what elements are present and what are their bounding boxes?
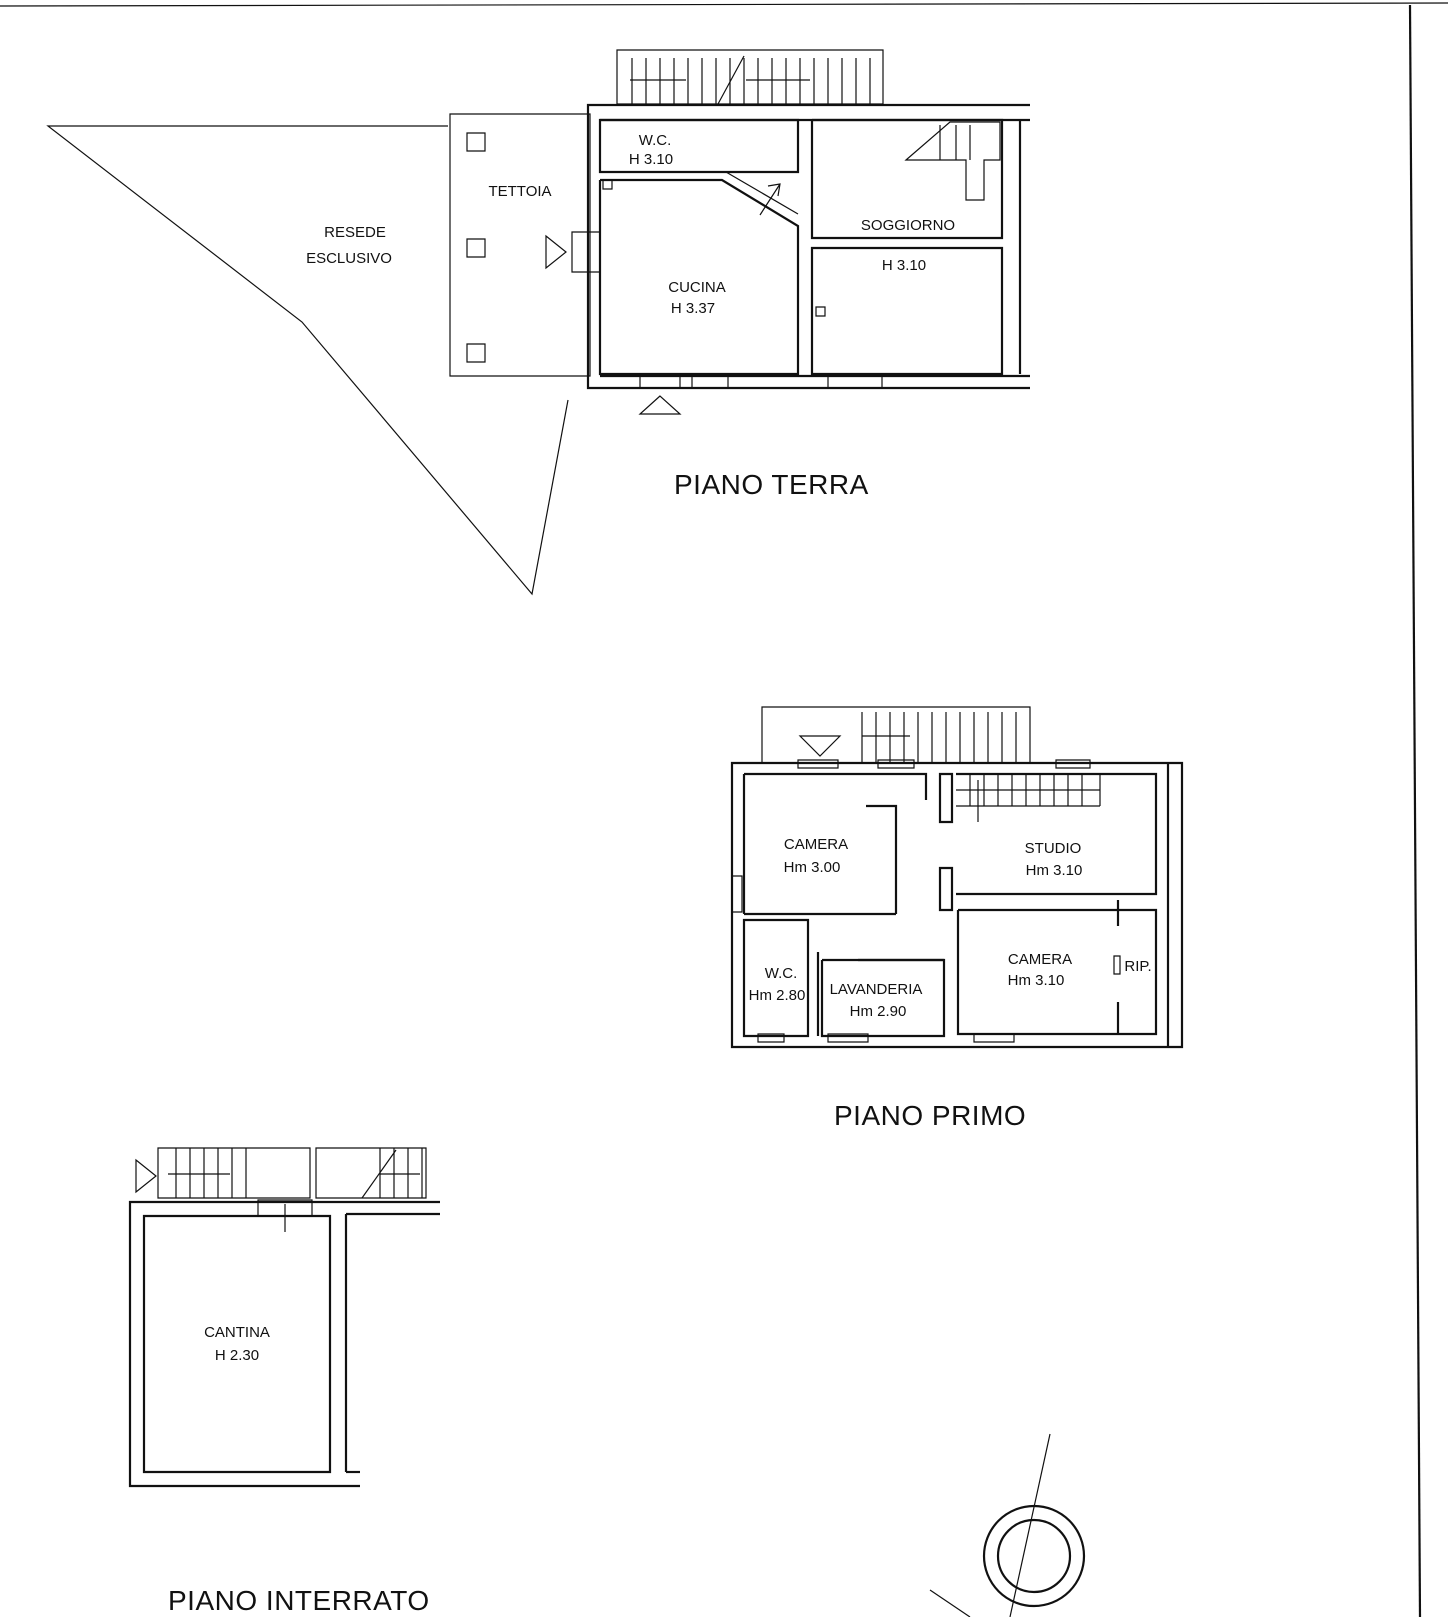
ground-outer-wall — [588, 105, 1030, 388]
label-wc-primo: W.C. — [765, 965, 798, 982]
label-cucina: CUCINA — [668, 279, 726, 296]
cucina-stair-arrow-head — [768, 184, 780, 196]
entrance-arrow-west — [546, 236, 566, 268]
tettoia-column-1 — [467, 133, 485, 151]
label-soggiorno-h: H 3.10 — [882, 257, 926, 274]
label-lavanderia: LAVANDERIA — [830, 981, 923, 998]
rip-door — [1114, 956, 1120, 974]
basement-outer-wall — [130, 1202, 440, 1486]
soggiorno-room — [812, 120, 1002, 238]
window-south-2 — [692, 376, 728, 388]
ground-ext-stair-treads — [632, 58, 870, 104]
studio-pillar-2 — [940, 868, 952, 910]
basement-stairs-east — [316, 1148, 426, 1198]
north-needle — [1010, 1434, 1050, 1617]
title-piano-primo: PIANO PRIMO — [834, 1100, 1026, 1131]
label-cantina: CANTINA — [204, 1324, 270, 1341]
tettoia-column-3 — [467, 344, 485, 362]
top-border-line — [0, 3, 1448, 6]
label-esclusivo: ESCLUSIVO — [306, 250, 392, 267]
first-ext-stairs — [762, 707, 1030, 763]
camera-2-room — [958, 910, 1156, 1034]
studio-pillar-1 — [940, 774, 952, 822]
first-ext-stair-treads — [862, 712, 1016, 762]
east-flue — [816, 307, 825, 316]
title-piano-terra: PIANO TERRA — [674, 469, 869, 500]
label-tettoia: TETTOIA — [488, 183, 551, 200]
ground-ext-stair-break — [718, 56, 744, 104]
first-window-5 — [828, 1034, 868, 1042]
studio-stairs — [956, 774, 1100, 806]
label-camera-1: CAMERA — [784, 836, 848, 853]
first-window-6 — [974, 1034, 1014, 1042]
label-rip: RIP. — [1124, 958, 1151, 975]
ground-room-east — [812, 248, 1002, 374]
basement-entrance-arrow — [136, 1160, 156, 1192]
first-window-1 — [798, 760, 838, 768]
label-wc-terra-h: H 3.10 — [629, 151, 673, 168]
studio-room — [956, 774, 1156, 894]
door-west — [572, 232, 600, 272]
cucina-flue — [603, 180, 612, 189]
tettoia-column-2 — [467, 239, 485, 257]
label-wc-terra: W.C. — [639, 132, 672, 149]
first-window-4 — [758, 1034, 784, 1042]
first-window-2 — [878, 760, 914, 768]
camera-1-east — [866, 806, 896, 914]
basement-stairs-east-treads — [380, 1148, 422, 1198]
right-border-line — [1410, 5, 1420, 1617]
basement-stairs-east-break — [362, 1150, 396, 1198]
cucina-stair-arrow — [760, 184, 780, 215]
label-camera-2-h: Hm 3.10 — [1008, 972, 1065, 989]
wc-ground-room — [600, 120, 798, 172]
window-south-3 — [828, 376, 882, 388]
basement-stairs-west-treads — [176, 1148, 246, 1198]
label-camera-2: CAMERA — [1008, 951, 1072, 968]
tettoia-area — [450, 114, 590, 376]
label-lavanderia-h: Hm 2.90 — [850, 1003, 907, 1020]
lavanderia-room — [822, 960, 944, 1036]
camera-1-room — [744, 774, 926, 800]
label-cucina-h: H 3.37 — [671, 300, 715, 317]
entrance-arrow-south — [640, 396, 680, 414]
first-floor-plan: CAMERA Hm 3.00 STUDIO Hm 3.10 W.C. Hm 2.… — [732, 707, 1182, 1047]
soggiorno-stairs — [906, 122, 1000, 200]
cucina-stair-diag — [726, 172, 798, 214]
cucina-room — [600, 180, 798, 374]
cantina-room — [144, 1216, 330, 1472]
wc-first-room — [744, 920, 808, 1036]
north-circle-inner — [998, 1520, 1070, 1592]
north-arrow-symbol — [930, 1434, 1084, 1617]
ground-floor-plan: RESEDE ESCLUSIVO TETTOIA W.C. H 3.10 SOG… — [48, 50, 1030, 594]
label-resede: RESEDE — [324, 224, 386, 241]
label-studio-h: Hm 3.10 — [1026, 862, 1083, 879]
ground-ext-stairs — [617, 50, 883, 104]
first-window-3 — [1056, 760, 1090, 768]
basement-plan: CANTINA H 2.30 — [130, 1148, 440, 1486]
label-camera-1-h: Hm 3.00 — [784, 859, 841, 876]
arrow-north-down — [800, 736, 840, 756]
resede-outline — [48, 126, 568, 594]
label-cantina-h: H 2.30 — [215, 1347, 259, 1364]
title-piano-interrato: PIANO INTERRATO — [168, 1585, 430, 1616]
label-soggiorno: SOGGIORNO — [861, 217, 955, 234]
label-studio: STUDIO — [1025, 840, 1082, 857]
window-south-1 — [640, 376, 680, 388]
north-tick — [930, 1590, 970, 1617]
basement-stairs-west — [158, 1148, 310, 1198]
first-window-west — [732, 876, 742, 912]
label-wc-primo-h: Hm 2.80 — [749, 987, 806, 1004]
